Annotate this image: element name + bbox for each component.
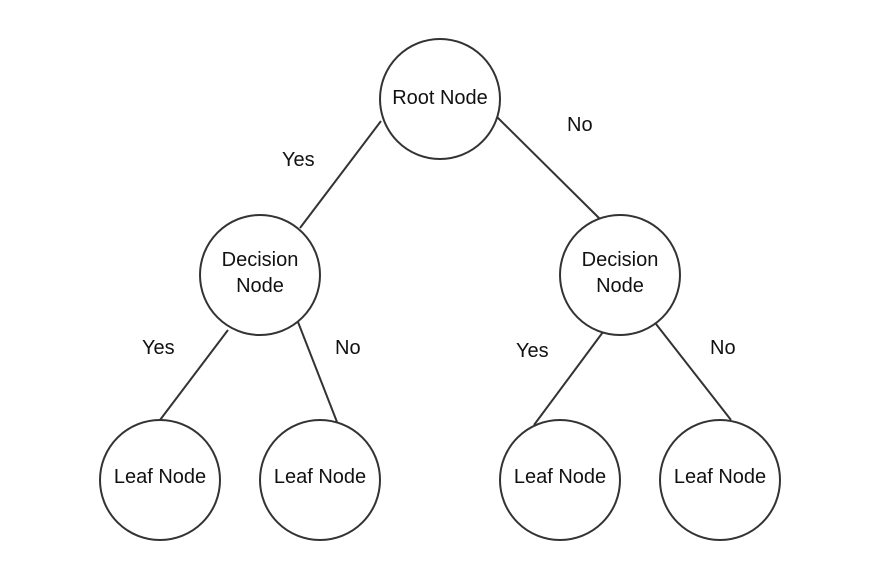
- edge-label-root-left: Yes: [282, 149, 315, 171]
- leaf-node-1-circle: [99, 419, 221, 541]
- decision-node-right-circle: [559, 214, 681, 336]
- decision-node-left: Decision Node: [199, 214, 321, 336]
- root-node: Root Node: [379, 38, 501, 160]
- leaf-node-1-label: Leaf Node: [114, 466, 206, 488]
- leaf-node-3-label: Leaf Node: [514, 466, 606, 488]
- decision-node-right-label-line2: Node: [596, 275, 644, 297]
- edge-root-to-decision-left: [299, 120, 382, 229]
- leaf-node-3-circle: [499, 419, 621, 541]
- decision-node-left-label-line2: Node: [236, 275, 284, 297]
- leaf-node-4: Leaf Node: [659, 419, 781, 541]
- decision-node-right-label-line1: Decision: [582, 249, 659, 271]
- leaf-node-2-label: Leaf Node: [274, 466, 366, 488]
- decision-node-right: Decision Node: [559, 214, 681, 336]
- edge-label-left-right: No: [335, 337, 361, 359]
- edge-label-right-left: Yes: [516, 340, 549, 362]
- decision-node-left-label-line1: Decision: [222, 249, 299, 271]
- root-node-circle: [379, 38, 501, 160]
- edge-label-right-right: No: [710, 337, 736, 359]
- edge-decision-left-to-leaf-2: [297, 321, 338, 423]
- leaf-node-4-label: Leaf Node: [674, 466, 766, 488]
- leaf-node-1: Leaf Node: [99, 419, 221, 541]
- leaf-node-3: Leaf Node: [499, 419, 621, 541]
- leaf-node-2: Leaf Node: [259, 419, 381, 541]
- decision-node-left-circle: [199, 214, 321, 336]
- edge-label-left-left: Yes: [142, 337, 175, 359]
- leaf-node-4-circle: [659, 419, 781, 541]
- edge-label-root-right: No: [567, 114, 593, 136]
- edge-root-to-decision-right: [496, 116, 601, 220]
- leaf-node-2-circle: [259, 419, 381, 541]
- root-node-label: Root Node: [392, 87, 488, 109]
- edge-decision-right-to-leaf-4: [655, 323, 732, 421]
- edge-decision-left-to-leaf-1: [159, 329, 229, 421]
- edge-decision-right-to-leaf-3: [533, 331, 604, 426]
